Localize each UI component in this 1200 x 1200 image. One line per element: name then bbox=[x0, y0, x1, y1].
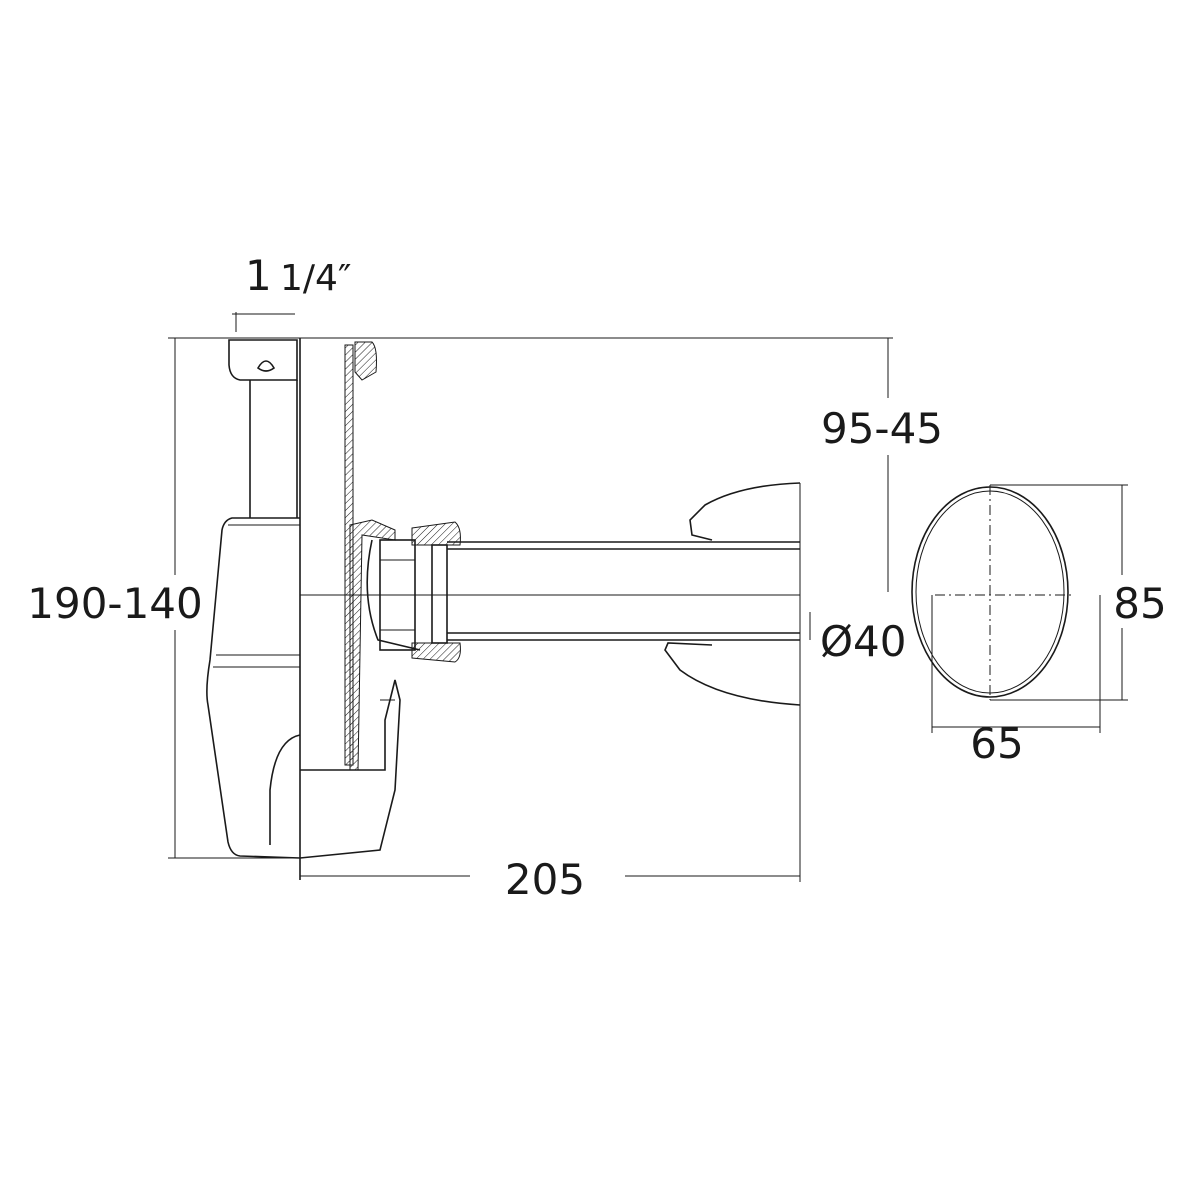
horizontal-pipe bbox=[300, 541, 800, 641]
escutcheon-width-label: 65 bbox=[970, 719, 1023, 768]
horizontal-length-label: 205 bbox=[505, 855, 585, 904]
overall-height-label: 190-140 bbox=[27, 579, 203, 628]
escutcheon-height-label: 85 bbox=[1113, 579, 1166, 628]
wall-distance-label: 95-45 bbox=[821, 404, 943, 453]
wall-escutcheon bbox=[664, 482, 801, 706]
thread-size-fraction: 1/4″ bbox=[280, 258, 351, 299]
pipe-diameter-label: Ø40 bbox=[820, 617, 907, 666]
siphon-trap bbox=[206, 338, 461, 880]
escutcheon-front-view bbox=[911, 485, 1072, 700]
thread-size-whole: 1 bbox=[245, 251, 272, 300]
dimension-lines bbox=[168, 312, 1128, 882]
